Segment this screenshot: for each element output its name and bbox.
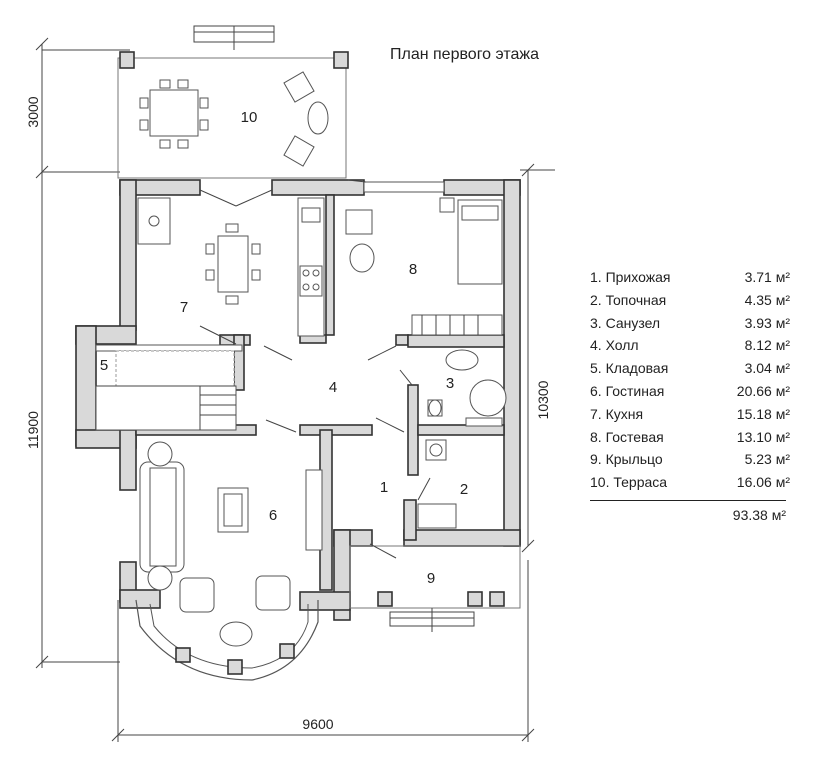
legend-area: 15.18 м²	[736, 405, 790, 422]
stairs	[95, 350, 237, 431]
legend-label: 9. Крыльцо	[590, 451, 663, 468]
walls	[75, 179, 521, 621]
legend-row: 9. Крыльцо 5.23 м²	[590, 448, 790, 471]
dimension-lines	[35, 37, 555, 742]
legend-total-area: 93.38 м²	[732, 506, 786, 523]
legend-row: 7. Кухня 15.18 м²	[590, 403, 790, 426]
legend-row: 3. Санузел 3.93 м²	[590, 312, 790, 335]
legend-area: 20.66 м²	[736, 382, 790, 399]
dim-terrace-depth: 3000	[25, 96, 41, 127]
room-number-5: 5	[100, 357, 108, 374]
legend-area: 3.04 м²	[744, 360, 790, 377]
legend-label: 1. Прихожая	[590, 269, 671, 285]
room-number-9: 9	[427, 570, 435, 587]
door-swings	[199, 179, 431, 559]
legend-label: 4. Холл	[590, 337, 639, 354]
legend-label: 7. Кухня	[590, 405, 644, 422]
room-number-1: 1	[380, 479, 388, 496]
room-number-2: 2	[460, 481, 468, 498]
legend-area: 16.06 м²	[736, 474, 790, 491]
legend-row: 6. Гостиная 20.66 м²	[590, 380, 790, 403]
porch	[349, 545, 521, 632]
legend-label: 6. Гостиная	[590, 382, 665, 399]
legend-label: 8. Гостевая	[590, 428, 664, 445]
legend-area: 3.93 м²	[744, 314, 790, 331]
legend-area: 13.10 м²	[736, 428, 790, 445]
legend-row: 5. Кладовая 3.04 м²	[590, 357, 790, 380]
terrace	[117, 25, 349, 179]
legend-row: 4. Холл 8.12 м²	[590, 334, 790, 357]
legend-divider	[590, 499, 786, 501]
living-room	[135, 441, 323, 681]
legend-row: 10. Терраса 16.06 м²	[590, 471, 790, 494]
room-number-10: 10	[241, 109, 258, 126]
legend-area: 8.12 м²	[744, 337, 790, 354]
room-number-3: 3	[446, 375, 454, 392]
legend-label: 10. Терраса	[590, 474, 668, 491]
guest-room	[345, 181, 503, 336]
legend-area: 4.35 м²	[744, 291, 790, 308]
legend-row: 2. Топочная 4.35 м²	[590, 289, 790, 312]
room-number-4: 4	[329, 379, 337, 396]
legend-label: 5. Кладовая	[590, 360, 669, 377]
dim-width: 9600	[302, 716, 333, 732]
plan-title: План первого этажа	[390, 46, 539, 63]
legend-label: 2. Топочная	[590, 291, 667, 308]
room-number-6: 6	[269, 507, 277, 524]
legend-label: 3. Санузел	[590, 314, 661, 331]
legend-row: 8. Гостевая 13.10 м²	[590, 426, 790, 449]
room-number-8: 8	[409, 261, 417, 278]
dim-right-depth: 10300	[535, 380, 551, 419]
dim-house-depth: 11900	[25, 411, 41, 449]
bathroom	[417, 349, 507, 529]
legend-area: 3.71 м²	[744, 269, 790, 285]
area-legend: 1. Прихожая 3.71 м² 2. Топочная 4.35 м² 3.…	[590, 266, 790, 523]
kitchen	[137, 189, 325, 337]
legend-area: 5.23 м²	[744, 451, 790, 468]
legend-row: 1. Прихожая 3.71 м²	[590, 266, 790, 289]
room-number-7: 7	[180, 299, 188, 316]
